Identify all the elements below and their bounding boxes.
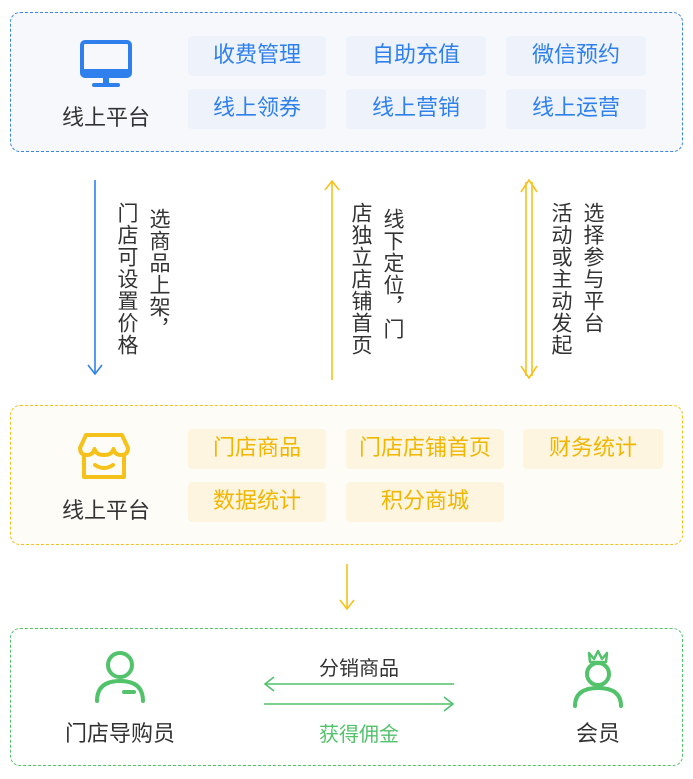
- chip-online-coupon: 线上领券: [188, 89, 326, 129]
- chip-online-marketing: 线上营销: [346, 89, 486, 129]
- store-guide-label: 门店导购员: [64, 722, 175, 747]
- earn-commission-label: 获得佣金: [319, 722, 399, 746]
- chip-data-stats: 数据统计: [188, 482, 326, 522]
- flow-middle-text-1: 线下定位，门: [381, 208, 405, 340]
- chip-points-mall: 积分商城: [346, 482, 504, 522]
- distribution-panel: [10, 628, 683, 766]
- chip-store-homepage: 门店店铺首页: [346, 429, 504, 469]
- up-arrow: [324, 179, 340, 380]
- top-panel-label: 线上平台: [61, 106, 150, 131]
- flow-right-text-2: 活动或主动发起: [549, 202, 573, 356]
- chip-wechat-booking: 微信预约: [506, 36, 646, 76]
- member-label: 会员: [575, 722, 620, 747]
- store-icon: [78, 433, 130, 479]
- chip-self-recharge: 自助充值: [346, 36, 486, 76]
- down-arrow-to-bottom: [339, 564, 355, 611]
- middle-panel-label: 线上平台: [61, 499, 150, 524]
- left-arrow: [263, 676, 454, 692]
- chip-finance-stats: 财务统计: [523, 429, 663, 469]
- right-arrow: [264, 696, 455, 712]
- chip-fee-management: 收费管理: [188, 36, 326, 76]
- guide-person-icon: [95, 651, 145, 703]
- double-arrow: [520, 178, 538, 380]
- flow-middle-text-2: 店独立店铺首页: [349, 202, 373, 356]
- distribute-products-label: 分销商品: [319, 656, 399, 680]
- monitor-icon: [80, 40, 132, 87]
- member-crown-icon: [573, 649, 623, 708]
- flow-left-text-2: 门店可设置价格: [115, 202, 139, 356]
- flow-right-text-1: 选择参与平台: [581, 202, 605, 334]
- flow-left-text-1: 选商品上架，: [147, 208, 171, 340]
- chip-online-operation: 线上运营: [506, 89, 646, 129]
- chip-store-products: 门店商品: [188, 429, 326, 469]
- down-arrow: [87, 180, 103, 376]
